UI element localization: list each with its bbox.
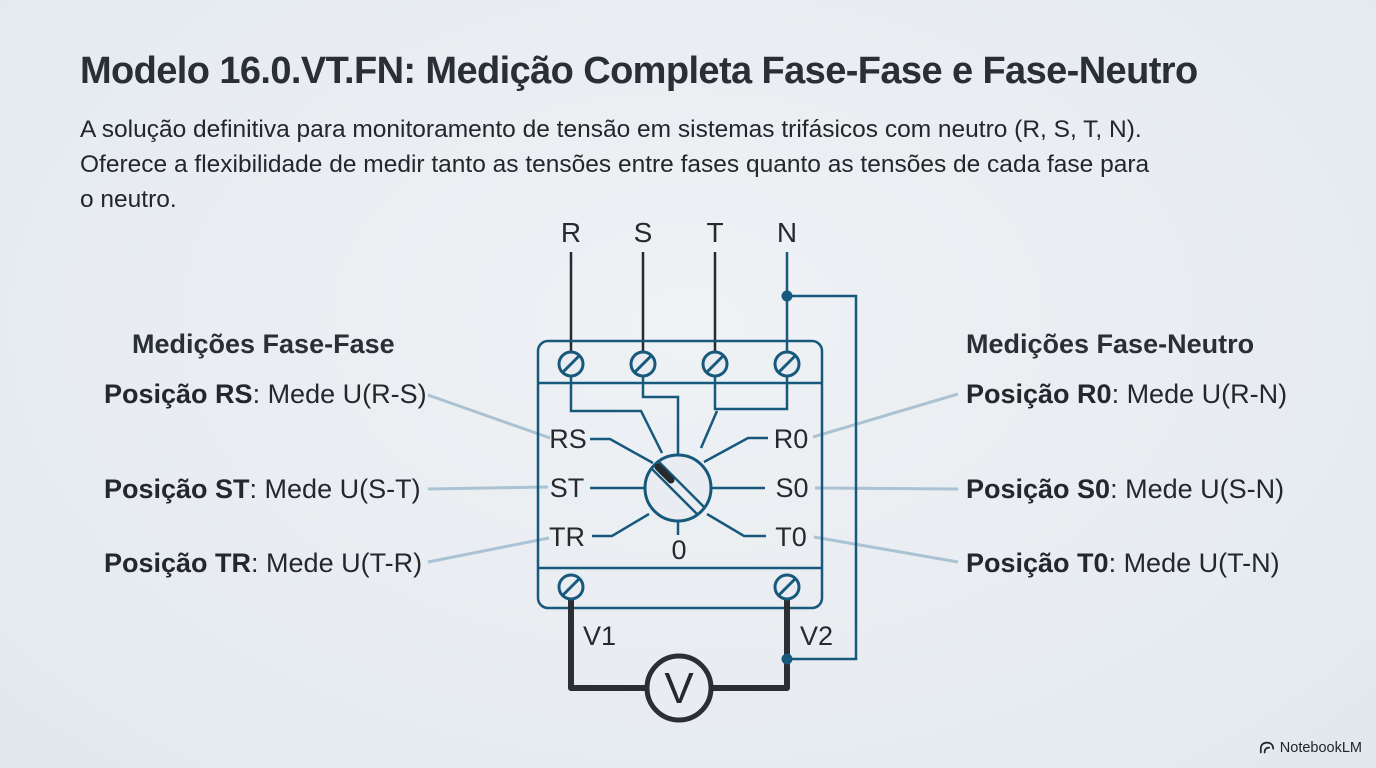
annotation-text: : Mede U(S-N) — [1110, 474, 1285, 504]
knob-slot-edge — [658, 461, 705, 508]
terminal-r-icon — [557, 350, 585, 378]
switch-position-labels: RS ST TR R0 S0 T0 0 — [549, 424, 809, 565]
annotation-label: Posição S0 — [966, 474, 1111, 504]
internal-wire-t-n — [699, 364, 789, 449]
position-label-rs: RS — [549, 424, 587, 454]
terminal-n-icon — [773, 350, 801, 378]
right-panel-heading: Medições Fase-Neutro — [966, 329, 1255, 359]
annotation-label: Posição T0 — [966, 548, 1109, 578]
annotation-position-t0: Posição T0: Mede U(T-N) — [966, 548, 1280, 579]
phase-label-s: S — [634, 217, 653, 248]
notebooklm-icon — [1259, 741, 1274, 754]
knob-pointer — [654, 463, 675, 484]
phase-label-n: N — [777, 217, 797, 248]
annotation-label: Posição R0 — [966, 379, 1112, 409]
phase-label-t: T — [706, 217, 723, 248]
description-line: A solução definitiva para monitoramento … — [80, 116, 1142, 143]
callout-line-s0 — [814, 486, 959, 491]
page-title: Modelo 16.0.VT.FN: Medição Completa Fase… — [80, 50, 1198, 92]
tick-r0 — [703, 436, 768, 464]
terminal-v1-icon — [557, 573, 585, 601]
notebooklm-watermark: NotebookLM — [1259, 740, 1362, 756]
annotation-text: : Mede U(T-N) — [1108, 548, 1280, 578]
output-label-v1: V1 — [583, 621, 616, 651]
callout-line-t0 — [813, 535, 959, 564]
screw-terminals — [557, 350, 801, 601]
junction-dot-bottom — [781, 653, 793, 665]
annotation-text: : Mede U(S-T) — [249, 474, 421, 504]
internal-wire-r — [569, 364, 664, 454]
annotation-position-rs: Posição RS: Mede U(R-S) — [104, 379, 427, 410]
annotation-label: Posição ST — [104, 474, 250, 504]
callout-line-tr — [427, 536, 550, 564]
output-wires — [568, 589, 790, 691]
tick-rs — [590, 437, 654, 465]
internal-wire-s — [641, 364, 680, 455]
annotation-label: Posição TR — [104, 548, 252, 578]
output-wire-v2 — [709, 589, 790, 691]
annotation-position-st: Posição ST: Mede U(S-T) — [104, 474, 421, 505]
position-label-r0: R0 — [774, 424, 809, 454]
tick-t0 — [706, 512, 766, 538]
phase-label-r: R — [561, 217, 581, 248]
description-line: Oferece a flexibilidade de medir tanto a… — [80, 151, 1150, 178]
annotation-text: : Mede U(T-R) — [251, 548, 423, 578]
phase-input-lines — [569, 252, 789, 364]
knob-slot-edge — [651, 468, 698, 515]
voltmeter-body — [644, 653, 714, 723]
terminal-t-icon — [701, 350, 729, 378]
position-label-s0: S0 — [775, 473, 808, 503]
neutral-bypass-wire — [787, 294, 858, 661]
switch-position-ticks — [590, 436, 768, 538]
annotation-position-tr: Posição TR: Mede U(T-R) — [104, 548, 422, 579]
terminal-s-icon — [629, 350, 657, 378]
voltmeter-label: V — [664, 664, 694, 713]
callout-lines — [427, 392, 959, 564]
callout-line-st — [427, 485, 549, 491]
phase-labels: R S T N — [561, 217, 797, 248]
output-label-v2: V2 — [800, 621, 833, 651]
rotary-switch-knob — [643, 453, 713, 523]
output-terminal-labels: V1 V2 — [583, 621, 833, 651]
tick-tr — [592, 512, 650, 538]
position-label-t0: T0 — [775, 522, 807, 552]
voltmeter-icon: V — [644, 653, 714, 723]
callout-line-r0 — [812, 392, 959, 439]
annotation-text: : Mede U(R-N) — [1111, 379, 1288, 409]
annotation-position-s0: Posição S0: Mede U(S-N) — [966, 474, 1284, 505]
output-wire-v1 — [568, 589, 649, 691]
watermark-text: NotebookLM — [1279, 740, 1362, 756]
selector-box — [536, 339, 824, 610]
description-line: o neutro. — [80, 186, 177, 213]
knob-body — [643, 453, 713, 523]
callout-line-rs — [427, 393, 551, 440]
internal-wiring — [569, 364, 789, 455]
annotation-text: : Mede U(R-S) — [252, 379, 427, 409]
page-description: A solução definitiva para monitoramento … — [80, 112, 1149, 217]
annotation-label: Posição RS — [104, 379, 253, 409]
position-label-off: 0 — [671, 535, 686, 565]
junction-dot-top — [781, 290, 793, 302]
left-panel-heading: Medições Fase-Fase — [132, 329, 395, 359]
position-label-st: ST — [550, 473, 585, 503]
annotation-position-r0: Posição R0: Mede U(R-N) — [966, 379, 1287, 410]
position-label-tr: TR — [549, 522, 585, 552]
terminal-v2-icon — [773, 573, 801, 601]
